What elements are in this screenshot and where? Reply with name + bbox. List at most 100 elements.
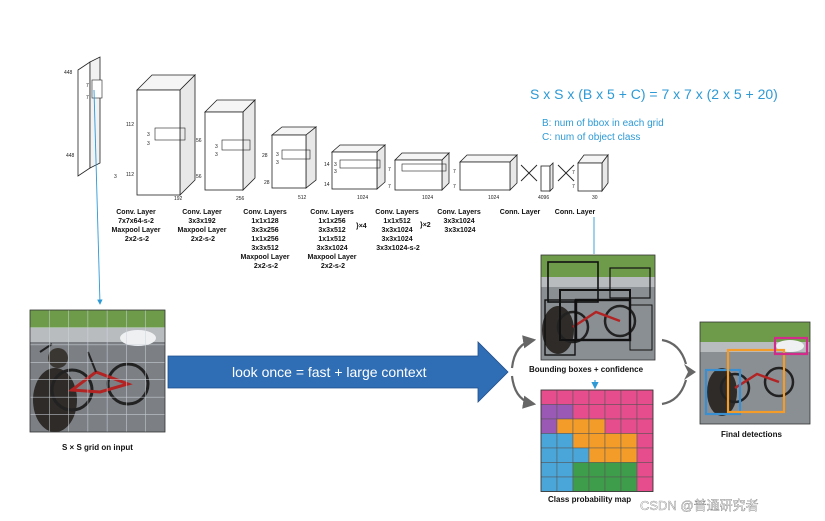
block-1-dim-w: 112 [126, 172, 134, 178]
class-map-border [540, 389, 654, 492]
caption-final: Final detections [721, 430, 782, 439]
input-dim-w: 448 [66, 153, 75, 159]
layer-2-text: Conv. Layer 3x3x192 Maxpool Layer 2x2-s-… [178, 209, 229, 243]
class-map-cell [620, 404, 638, 420]
block-8-dim-h: 7 [572, 170, 575, 176]
caption-grid-input: S × S grid on input [62, 443, 133, 452]
grid-input-image [29, 309, 166, 433]
block-2-dim-w: 56 [196, 174, 202, 180]
look-once-arrow [167, 341, 509, 403]
layer-6-text: Conv. Layers 3x3x1024 3x3x1024 [437, 209, 482, 234]
class-map-cell [604, 447, 622, 463]
input-kernel-1: 7 [86, 83, 89, 89]
class-map-cell [636, 447, 654, 463]
block-2-dim-h: 56 [196, 138, 202, 144]
repeat-x4-label: }×4 [356, 223, 367, 230]
block-2-kernel-1: 3 [215, 144, 218, 150]
input-kernel-2: 7 [86, 95, 89, 101]
arrow-text: look once = fast + large context [232, 364, 427, 380]
caption-class-map: Class probability map [548, 495, 631, 504]
input-dim-c: 3 [114, 174, 117, 180]
repeat-x2-label: }×2 [420, 222, 431, 229]
block-7-fc-bar [540, 162, 554, 192]
layer-3-text: Conv. Layers 1x1x128 3x3x256 1x1x256 3x3… [241, 209, 292, 270]
block-1-kernel-1: 3 [147, 132, 150, 138]
layer-1-text: Conv. Layer 7x7x64-s-2 Maxpool Layer 2x2… [112, 209, 163, 243]
class-map-cell [572, 476, 590, 492]
class-map-cell [620, 433, 638, 449]
class-map-cell [620, 462, 638, 478]
block-5-dim-c: 1024 [422, 195, 433, 201]
class-map-cell [572, 418, 590, 434]
class-map-cell [636, 404, 654, 420]
class-map-cell [540, 433, 558, 449]
merge-arrow-top [661, 338, 688, 365]
block-6-dim-h: 7 [453, 169, 456, 175]
fc-connector-2 [557, 164, 575, 182]
split-arrow-up [510, 335, 537, 369]
class-map-cell [604, 433, 622, 449]
class-probability-map [540, 389, 654, 492]
bbox-image [540, 254, 656, 361]
block-6-dim-c: 1024 [488, 195, 499, 201]
final-detections-image [699, 321, 811, 425]
block-3-cuboid [270, 126, 318, 189]
class-map-cell [556, 418, 574, 434]
merge-arrow-head [684, 364, 696, 380]
legend-b: B: num of bbox in each grid [542, 118, 664, 129]
input-to-grid-line [93, 89, 103, 305]
class-map-cell [636, 389, 654, 405]
block-4-dim-h: 14 [324, 162, 330, 168]
class-map-cell [588, 389, 606, 405]
class-map-cell [556, 404, 574, 420]
class-map-cell [588, 462, 606, 478]
block-4-kernel-2: 3 [334, 169, 337, 175]
merge-arrow-bottom [661, 379, 688, 406]
class-map-cell [588, 418, 606, 434]
block-2-dim-c: 256 [236, 196, 245, 202]
class-map-cell [636, 418, 654, 434]
csdn-watermark: CSDN @普通研究者 [640, 498, 759, 513]
block-3-dim-w: 28 [264, 180, 270, 186]
block-4-dim-c: 1024 [357, 195, 368, 201]
legend-c: C: num of object class [542, 132, 640, 143]
caption-bbox: Bounding boxes + confidence [529, 365, 644, 374]
block-1-cuboid [136, 74, 196, 196]
class-map-cell [540, 476, 558, 492]
class-map-cell [556, 389, 574, 405]
class-map-cell [572, 447, 590, 463]
block-7-dim: 4096 [538, 195, 549, 201]
block-3-kernel-1: 3 [276, 152, 279, 158]
block-3-kernel-2: 3 [276, 160, 279, 166]
class-map-cell [604, 418, 622, 434]
class-map-cell [620, 389, 638, 405]
block-3-dim-c: 512 [298, 195, 307, 201]
class-map-cell [572, 433, 590, 449]
class-map-cell [540, 447, 558, 463]
class-map-cell [556, 476, 574, 492]
layer-7-text: Conn. Layer [500, 209, 541, 216]
block-6-cuboid [459, 154, 518, 191]
class-map-cell [604, 476, 622, 492]
class-map-cell [556, 447, 574, 463]
input-slab [77, 56, 103, 177]
class-map-cell [588, 476, 606, 492]
class-map-cell [588, 433, 606, 449]
block-6-dim-w: 7 [453, 184, 456, 190]
layer-4-text: Conv. Layers 1x1x256 3x3x512 1x1x512 3x3… [308, 209, 359, 270]
layer-5-text: Conv. Layers 1x1x512 3x3x1024 3x3x1024 3… [375, 209, 420, 252]
class-map-cell [572, 462, 590, 478]
class-map-cell [636, 476, 654, 492]
block-8-dim-c: 30 [592, 195, 598, 201]
class-map-cell [636, 462, 654, 478]
block-5-cuboid [394, 152, 450, 191]
class-map-cell [636, 433, 654, 449]
block-1-kernel-2: 3 [147, 141, 150, 147]
block-3-dim-h: 28 [262, 153, 268, 159]
class-map-cell [620, 476, 638, 492]
class-map-cell [540, 404, 558, 420]
block-2-cuboid [204, 99, 256, 191]
class-map-cell [588, 404, 606, 420]
class-map-cell [604, 404, 622, 420]
